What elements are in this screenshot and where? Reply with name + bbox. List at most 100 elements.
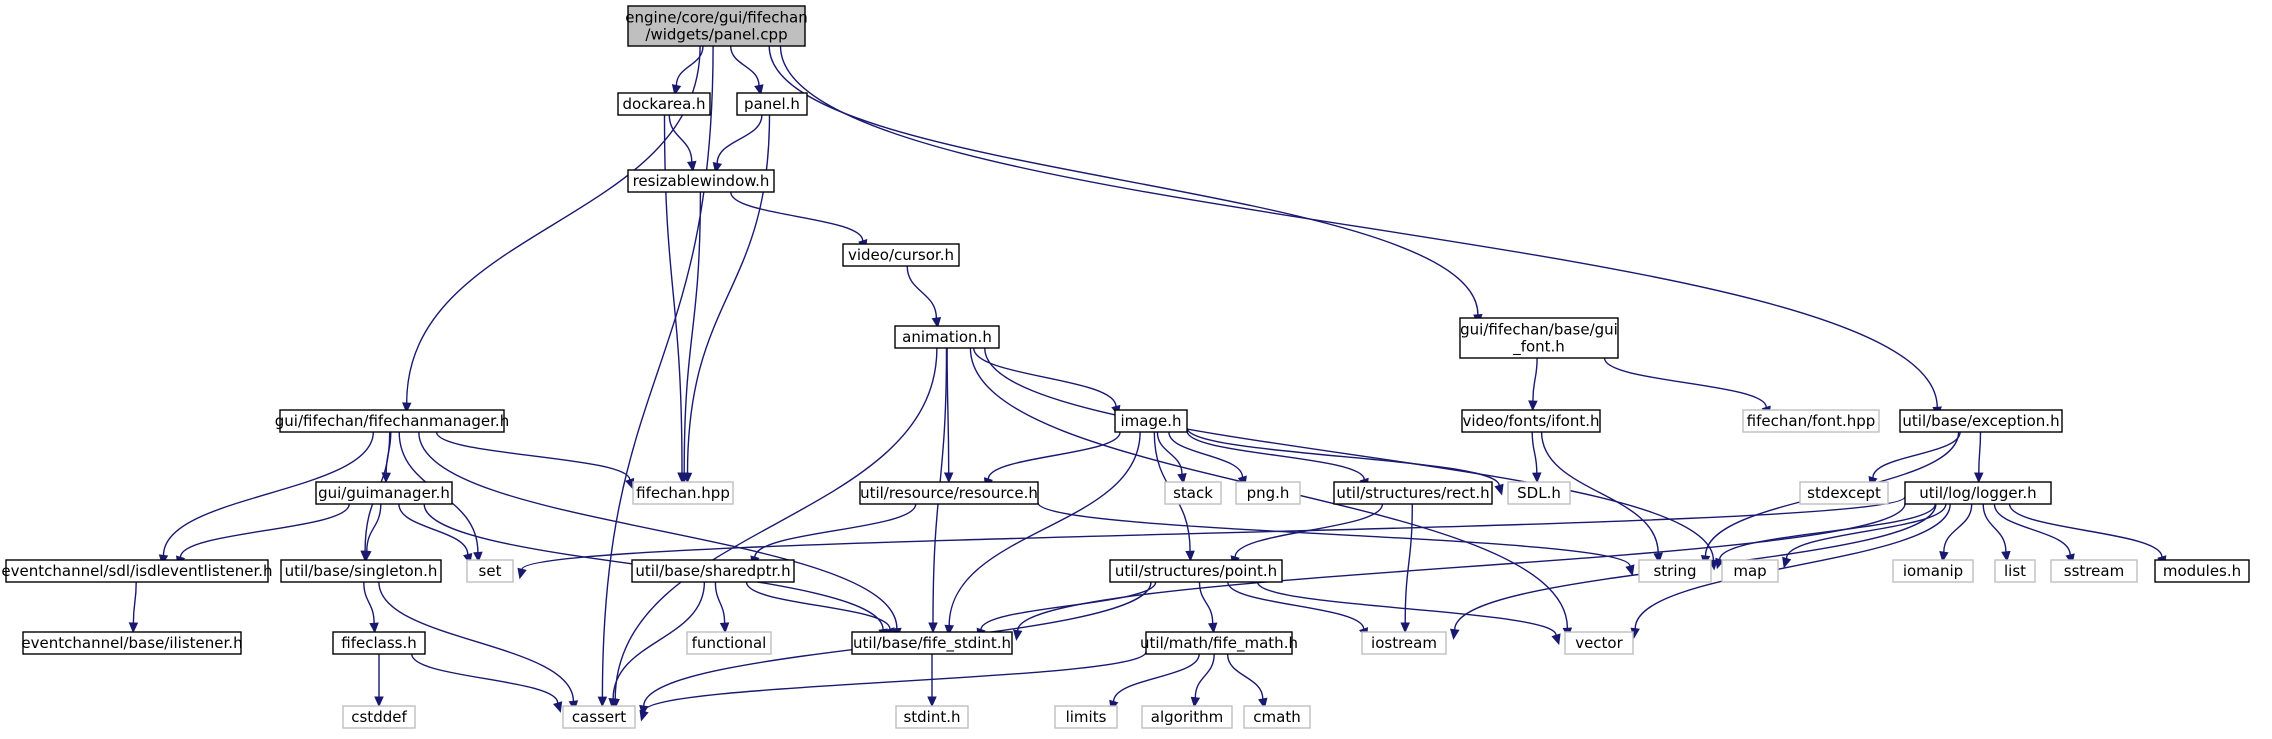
arrowhead — [1177, 472, 1187, 485]
node-label: fifechan.hpp — [636, 484, 730, 502]
arrowhead — [927, 696, 937, 708]
node-label: limits — [1066, 708, 1107, 726]
node-label: video/cursor.h — [848, 246, 954, 264]
edge-line — [716, 114, 763, 164]
node-animation[interactable]: animation.h — [894, 325, 1000, 349]
node-sdllistener[interactable]: eventchannel/sdl/isdleventlistener.h — [1, 559, 273, 583]
node-dockarea[interactable]: dockarea.h — [617, 92, 711, 116]
edge-line — [1256, 581, 1557, 636]
node-list: list — [1994, 559, 2036, 583]
arrowhead — [719, 622, 730, 634]
node-box — [1721, 559, 1779, 583]
edge-line — [378, 581, 575, 702]
edge-line — [612, 581, 706, 699]
edge-sharedptr-to-fifestdint — [745, 581, 895, 639]
edge-rect-to-point — [1230, 503, 1384, 567]
node-label: util/base/singleton.h — [285, 562, 438, 580]
node-label: stack — [1173, 484, 1213, 502]
node-label: gui/fifechan/base/gui — [1460, 321, 1618, 339]
node-box — [1361, 631, 1447, 655]
node-modules[interactable]: modules.h — [2154, 559, 2250, 583]
edge-line — [411, 653, 559, 704]
node-panelcpp[interactable]: engine/core/gui/fifechan/widgets/panel.c… — [625, 5, 808, 47]
arrowhead — [362, 550, 372, 562]
node-cursor[interactable]: video/cursor.h — [842, 243, 960, 267]
arrowhead — [944, 624, 954, 636]
node-label: gui/guimanager.h — [318, 484, 450, 502]
node-fifemath[interactable]: util/math/fife_math.h — [1140, 631, 1298, 655]
edge-line — [179, 503, 350, 558]
node-point[interactable]: util/structures/point.h — [1109, 559, 1283, 583]
edge-fifemath-to-cmath — [1226, 653, 1268, 710]
edge-guimanager-to-sdllistener — [176, 503, 350, 568]
node-resource[interactable]: util/resource/resource.h — [859, 481, 1039, 505]
node-fifeclass[interactable]: fifeclass.h — [332, 631, 426, 655]
edge-line — [1037, 502, 1631, 567]
node-panelh[interactable]: panel.h — [736, 92, 808, 116]
node-label: string — [1653, 562, 1696, 580]
arrowhead — [1494, 483, 1504, 496]
node-label: util/base/exception.h — [1902, 412, 2059, 430]
node-singleton[interactable]: util/base/singleton.h — [280, 559, 442, 583]
edge-line — [1978, 431, 1982, 474]
node-sharedptr[interactable]: util/base/sharedptr.h — [631, 559, 795, 583]
edge-sharedptr-to-functional — [714, 581, 730, 634]
node-box — [2154, 559, 2250, 583]
edge-line — [1531, 431, 1538, 474]
node-rect[interactable]: util/structures/rect.h — [1333, 481, 1493, 505]
edge-ifont-to-sdl — [1531, 431, 1542, 484]
node-box — [627, 5, 806, 47]
node-fifestdint[interactable]: util/base/fife_stdint.h — [851, 631, 1013, 655]
edge-line — [601, 45, 714, 698]
edge-line — [754, 503, 917, 558]
edge-line — [1194, 653, 1215, 698]
node-box — [1638, 559, 1712, 583]
node-guifont[interactable]: gui/fifechan/base/gui_font.h — [1459, 317, 1619, 359]
edge-line — [162, 431, 374, 556]
edge-line — [779, 45, 1938, 408]
node-image[interactable]: image.h — [1114, 409, 1188, 433]
node-box — [1994, 559, 2036, 583]
edge-fcmanager-to-fifechanhpp — [435, 431, 635, 490]
node-label: dockarea.h — [622, 95, 705, 113]
edge-line — [1016, 503, 1906, 631]
edge-fifemath-to-cassert — [639, 651, 1147, 722]
edge-line — [1719, 503, 1936, 560]
node-stack: stack — [1164, 481, 1222, 505]
node-resizable[interactable]: resizablewindow.h — [627, 169, 775, 193]
arrowhead — [1653, 552, 1663, 564]
arrowhead — [686, 160, 697, 173]
edge-image-to-stack — [1156, 431, 1187, 485]
node-label: resizablewindow.h — [633, 172, 770, 190]
edge-animation-to-image — [973, 347, 1121, 417]
edge-line — [363, 581, 375, 624]
node-fcmanager[interactable]: gui/fifechan/fifechanmanager.h — [275, 409, 509, 433]
node-box — [1892, 559, 1974, 583]
node-stdint: stdint.h — [895, 705, 969, 729]
edge-panelcpp-to-cassert — [597, 45, 714, 708]
arrowhead — [754, 84, 764, 96]
edge-line — [730, 45, 760, 86]
edge-line — [366, 503, 382, 552]
edge-line — [714, 581, 726, 624]
node-cassert: cassert — [562, 705, 636, 729]
node-logger[interactable]: util/log/logger.h — [1904, 481, 2052, 505]
arrowhead — [597, 696, 608, 708]
node-box — [1461, 409, 1601, 433]
node-box — [1141, 705, 1233, 729]
edge-line — [745, 581, 891, 630]
node-box — [332, 631, 426, 655]
edge-cursor-to-animation — [906, 265, 942, 329]
edge-line — [1186, 427, 1500, 486]
arrowhead — [369, 622, 379, 634]
node-ilistener[interactable]: eventchannel/base/ilistener.h — [21, 631, 243, 655]
node-box — [466, 559, 514, 583]
node-exception[interactable]: util/base/exception.h — [1899, 409, 2063, 433]
node-box — [631, 559, 795, 583]
node-fifechanhpp: fifechan.hpp — [632, 481, 734, 505]
node-png: png.h — [1235, 481, 1301, 505]
node-ifont[interactable]: video/fonts/ifont.h — [1461, 409, 1601, 433]
node-box — [342, 705, 416, 729]
node-guimanager[interactable]: gui/guimanager.h — [315, 481, 453, 505]
node-label: cstddef — [351, 708, 407, 726]
